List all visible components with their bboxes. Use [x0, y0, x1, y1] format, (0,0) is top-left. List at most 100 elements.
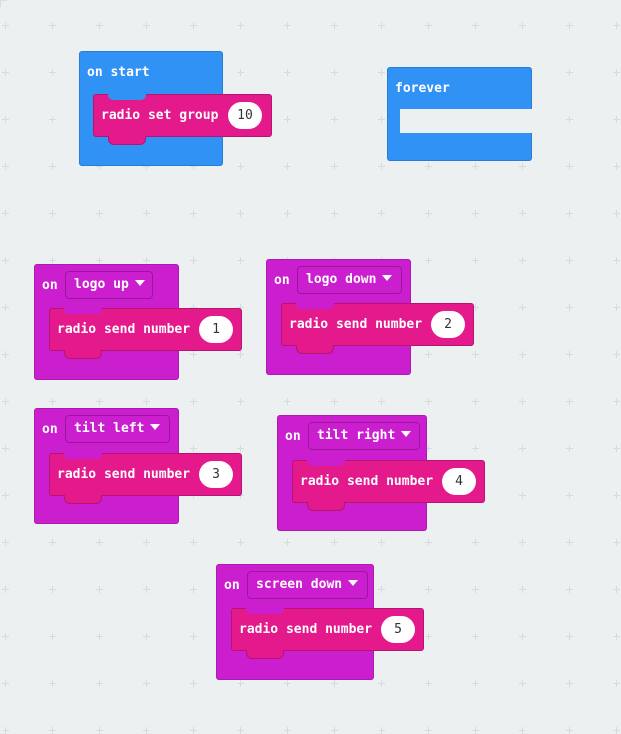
on-start-block[interactable]: on start radio set group 10 [79, 51, 272, 166]
grid-plus-mark [2, 210, 9, 217]
block-tab [296, 345, 334, 354]
gesture-value: tilt right [317, 428, 396, 443]
grid-plus-mark [331, 539, 338, 546]
on-logo-up-block[interactable]: on logo up radio send number 1 [34, 264, 242, 380]
grid-plus-mark [425, 257, 432, 264]
grid-plus-mark [143, 680, 150, 687]
grid-plus-mark [566, 210, 573, 217]
grid-plus-mark [190, 257, 197, 264]
grid-plus-mark [472, 727, 479, 734]
chevron-down-icon [134, 280, 145, 286]
grid-plus-mark [331, 22, 338, 29]
grid-plus-mark [472, 586, 479, 593]
grid-plus-mark [284, 116, 291, 123]
grid-plus-mark [613, 633, 620, 640]
grid-plus-mark [613, 257, 620, 264]
grid-plus-mark [96, 633, 103, 640]
radio-send-number-block[interactable]: radio send number 5 [231, 608, 424, 659]
gesture-value: logo down [306, 272, 377, 287]
block-tab [64, 495, 102, 504]
number-value-input[interactable]: 2 [431, 311, 465, 338]
grid-plus-mark [96, 398, 103, 405]
grid-plus-mark [613, 492, 620, 499]
grid-plus-mark [143, 586, 150, 593]
grid-plus-mark [519, 257, 526, 264]
chevron-down-icon [401, 431, 412, 437]
grid-plus-mark [566, 257, 573, 264]
grid-plus-mark [143, 539, 150, 546]
number-value-input[interactable]: 4 [442, 468, 476, 495]
grid-plus-mark [519, 398, 526, 405]
radio-set-group-block[interactable]: radio set group 10 [93, 94, 272, 145]
grid-plus-mark [566, 351, 573, 358]
grid-plus-mark [96, 163, 103, 170]
radio-send-number-label: radio send number [300, 474, 434, 489]
grid-plus-mark [566, 727, 573, 734]
grid-plus-mark [425, 727, 432, 734]
grid-plus-mark [425, 210, 432, 217]
grid-plus-mark [284, 398, 291, 405]
radio-send-number-block[interactable]: radio send number 4 [292, 460, 485, 511]
grid-plus-mark [237, 304, 244, 311]
radio-send-number-block[interactable]: radio send number 2 [281, 303, 474, 354]
grid-plus-mark [566, 492, 573, 499]
forever-block[interactable]: forever [387, 67, 532, 161]
radio-send-number-block[interactable]: radio send number 1 [49, 308, 242, 359]
forever-label: forever [395, 81, 450, 96]
grid-plus-mark [613, 163, 620, 170]
grid-plus-mark [237, 680, 244, 687]
grid-plus-mark [425, 680, 432, 687]
grid-plus-mark [566, 586, 573, 593]
grid-plus-mark [2, 680, 9, 687]
grid-plus-mark [331, 163, 338, 170]
gesture-dropdown[interactable]: screen down [247, 571, 368, 599]
grid-plus-mark [96, 727, 103, 734]
on-label: on [274, 273, 290, 288]
grid-plus-mark [143, 210, 150, 217]
grid-plus-mark [190, 680, 197, 687]
grid-plus-mark [96, 586, 103, 593]
on-label: on [285, 429, 301, 444]
gesture-value: screen down [256, 577, 343, 592]
grid-plus-mark [237, 445, 244, 452]
grid-plus-mark [378, 163, 385, 170]
number-value-input[interactable]: 1 [199, 316, 233, 343]
gesture-dropdown[interactable]: logo down [297, 266, 402, 294]
radio-send-number-block[interactable]: radio send number 3 [49, 453, 242, 504]
grid-plus-mark [96, 257, 103, 264]
grid-plus-mark [613, 351, 620, 358]
block-tab [64, 350, 102, 359]
grid-plus-mark [284, 163, 291, 170]
grid-plus-mark [237, 351, 244, 358]
grid-plus-mark [49, 398, 56, 405]
grid-plus-mark [237, 163, 244, 170]
gesture-dropdown[interactable]: tilt left [65, 415, 170, 443]
grid-plus-mark [2, 633, 9, 640]
grid-plus-mark [2, 586, 9, 593]
on-tilt-left-block[interactable]: on tilt left radio send number 3 [34, 408, 242, 524]
grid-plus-mark [566, 163, 573, 170]
group-value-input[interactable]: 10 [228, 102, 262, 129]
grid-plus-mark [378, 727, 385, 734]
number-value-input[interactable]: 3 [199, 461, 233, 488]
grid-plus-mark [519, 539, 526, 546]
on-start-label: on start [87, 65, 150, 80]
grid-plus-mark [49, 116, 56, 123]
grid-plus-mark [566, 69, 573, 76]
grid-plus-mark [331, 727, 338, 734]
grid-plus-mark [519, 680, 526, 687]
grid-plus-mark [190, 210, 197, 217]
grid-plus-mark [2, 163, 9, 170]
gesture-dropdown[interactable]: tilt right [308, 422, 420, 450]
gesture-dropdown[interactable]: logo up [65, 271, 153, 299]
number-value-input[interactable]: 5 [381, 616, 415, 643]
radio-send-number-label: radio send number [57, 467, 191, 482]
grid-plus-mark [472, 351, 479, 358]
on-logo-down-block[interactable]: on logo down radio send number 2 [266, 259, 474, 375]
grid-plus-mark [472, 633, 479, 640]
grid-plus-mark [472, 257, 479, 264]
grid-plus-mark [378, 586, 385, 593]
on-screen-down-block[interactable]: on screen down radio send number 5 [216, 564, 424, 680]
on-tilt-right-block[interactable]: on tilt right radio send number 4 [277, 415, 485, 531]
block-notch [64, 308, 102, 314]
